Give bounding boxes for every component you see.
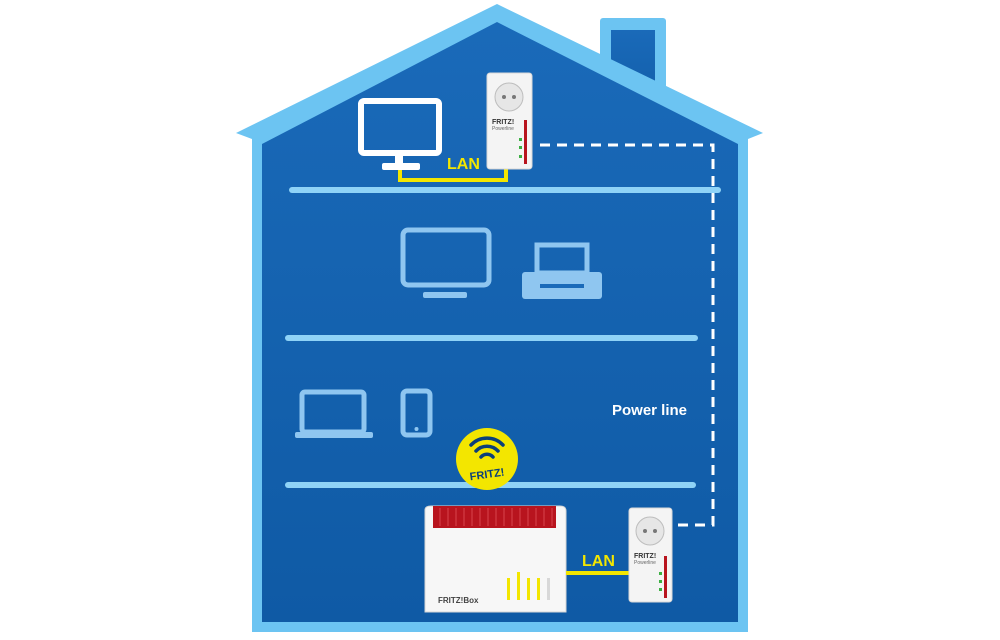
fritzbox-router: FRITZ!Box xyxy=(424,505,567,613)
smartphone-icon xyxy=(400,388,433,438)
powerline-adapter-bottom: FRITZ! Powerline xyxy=(628,507,673,603)
wifi-badge: FRITZ! xyxy=(456,428,518,490)
monitor-icon xyxy=(358,98,442,170)
status-led xyxy=(659,572,662,575)
router-brand: FRITZ!Box xyxy=(438,596,479,605)
laptop-icon xyxy=(295,389,373,438)
adapter-bottom-model: Powerline xyxy=(634,560,656,566)
lan-label-top: LAN xyxy=(447,156,480,173)
lan-cable-top xyxy=(398,168,508,182)
socket-icon xyxy=(494,82,524,112)
adapter-top-model: Powerline xyxy=(492,126,514,132)
adapter-top-brand: FRITZ! xyxy=(492,119,514,126)
status-led xyxy=(519,146,522,149)
router-leds xyxy=(507,572,550,600)
fritz-badge-label: FRITZ! xyxy=(469,467,505,484)
status-led xyxy=(519,155,522,158)
powerline-adapter-top: FRITZ! Powerline xyxy=(486,72,533,170)
printer-icon xyxy=(522,242,602,299)
status-led xyxy=(659,588,662,591)
status-led xyxy=(519,138,522,141)
status-led xyxy=(659,580,662,583)
tv-icon xyxy=(400,227,492,298)
power-line-connection xyxy=(540,143,715,527)
power-line-label: Power line xyxy=(612,402,687,419)
house xyxy=(236,4,763,632)
wifi-icon xyxy=(469,436,505,459)
lan-label-bottom: LAN xyxy=(582,553,615,570)
adapter-bottom-brand: FRITZ! xyxy=(634,553,656,560)
socket-icon xyxy=(635,516,665,546)
